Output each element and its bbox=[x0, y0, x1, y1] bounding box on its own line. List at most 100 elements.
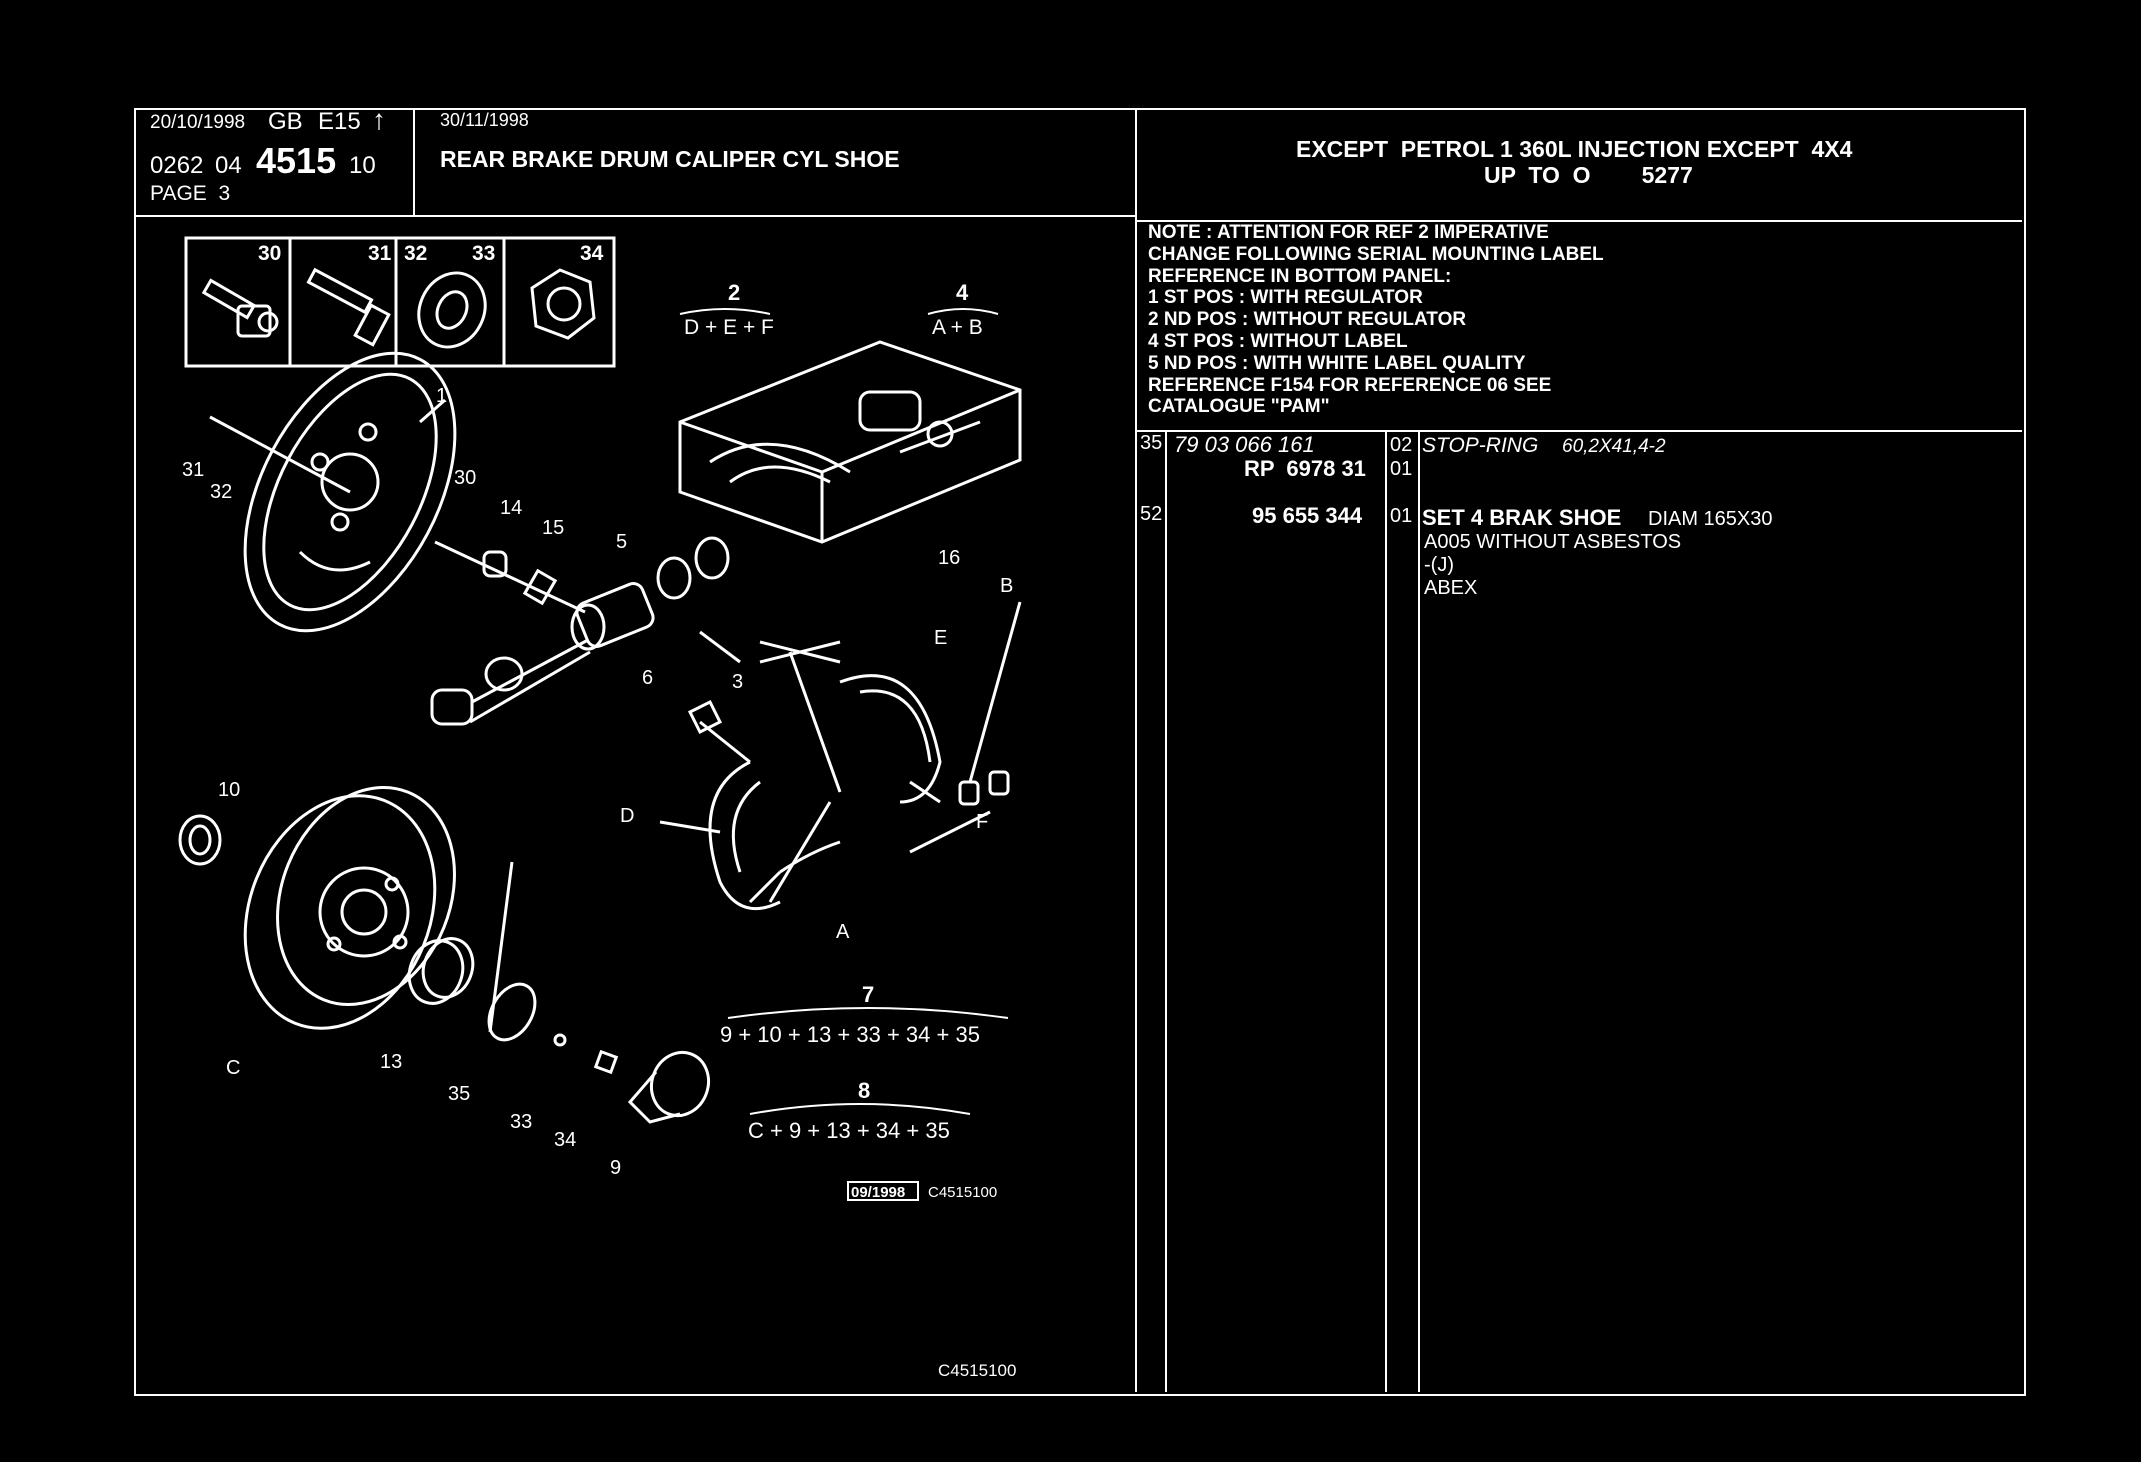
part-qty: 01 bbox=[1390, 458, 1413, 480]
part-desc-detail: DIAM 165X30 bbox=[1648, 508, 1773, 530]
part-desc: STOP-RING bbox=[1422, 434, 1539, 457]
bleed-cap bbox=[482, 550, 508, 578]
part-extra: ABEX bbox=[1424, 577, 1478, 599]
formula-4-parts: A + B bbox=[932, 316, 983, 339]
thumb-label: 34 bbox=[580, 242, 604, 265]
header-date2: 30/11/1998 bbox=[440, 110, 529, 130]
callout-33: 33 bbox=[510, 1111, 532, 1133]
callout-A: A bbox=[836, 921, 850, 943]
header-ref-sub: 04 bbox=[215, 152, 242, 179]
part-ref: 35 bbox=[1140, 432, 1163, 454]
brake-shoe bbox=[839, 674, 942, 804]
part-extra: A005 WITHOUT ASBESTOS bbox=[1424, 531, 1682, 553]
callout-1: 1 bbox=[436, 385, 447, 407]
stamp-date: 09/1998 bbox=[851, 1184, 905, 1201]
note-bottom bbox=[1137, 430, 2022, 432]
part-qty: 02 bbox=[1390, 434, 1413, 456]
header-ref-main: 4515 bbox=[256, 140, 337, 181]
header-code: E15 bbox=[318, 108, 361, 135]
callout-D: D bbox=[620, 805, 634, 827]
note-line: 4 ST POS : WITHOUT LABEL bbox=[1148, 330, 1408, 352]
part-number: 95 655 344 bbox=[1252, 503, 1363, 528]
header-ref-suffix: 10 bbox=[349, 152, 376, 179]
part-extra: -(J) bbox=[1424, 554, 1454, 576]
callout-B: B bbox=[1000, 575, 1013, 597]
formula-7-parts: 9 + 10 + 13 + 33 + 34 + 35 bbox=[720, 1022, 980, 1047]
note-line: CHANGE FOLLOWING SERIAL MOUNTING LABEL bbox=[1148, 243, 1604, 265]
thumb-label: 33 bbox=[472, 242, 495, 265]
screw-icon bbox=[306, 267, 391, 347]
center-divider bbox=[1135, 110, 1137, 1392]
formula-4-number: 4 bbox=[956, 280, 969, 305]
wheel-bearing bbox=[407, 939, 465, 1005]
callout-30: 30 bbox=[454, 467, 476, 489]
catalog-frame bbox=[134, 108, 2026, 1396]
brake-drum bbox=[243, 794, 437, 1030]
bolt-icon bbox=[201, 278, 279, 338]
hub-cap bbox=[650, 1050, 710, 1118]
stamp-code: C4515100 bbox=[928, 1184, 997, 1201]
shoe-kit-box bbox=[678, 340, 1022, 544]
part-qty: 01 bbox=[1390, 505, 1413, 527]
callout-35: 35 bbox=[448, 1083, 470, 1105]
thumb-label: 31 bbox=[368, 242, 392, 265]
note-line: REFERENCE F154 FOR REFERENCE 06 SEE bbox=[1148, 374, 1552, 396]
col-qty-divider-right bbox=[1418, 432, 1420, 1392]
callout-6: 6 bbox=[642, 667, 653, 689]
brake-shoe bbox=[708, 760, 781, 911]
note-line: CATALOGUE "PAM" bbox=[1148, 396, 1330, 418]
callout-10: 10 bbox=[218, 779, 240, 801]
note-line: 5 ND POS : WITH WHITE LABEL QUALITY bbox=[1148, 352, 1526, 374]
part-desc-detail: 60,2X41,4-2 bbox=[1562, 436, 1666, 457]
condition-line-2: UP TO O 5277 bbox=[1484, 162, 1693, 188]
condition-line-1: EXCEPT PETROL 1 360L INJECTION EXCEPT 4X… bbox=[1296, 136, 1853, 162]
header-divider-1 bbox=[413, 110, 415, 215]
formula-2-number: 2 bbox=[728, 280, 740, 305]
washer-icon bbox=[417, 271, 487, 349]
thumb-label: 30 bbox=[258, 242, 281, 265]
header-bottom-left bbox=[136, 215, 1135, 217]
part-ref: 52 bbox=[1140, 503, 1163, 525]
callout-C: C bbox=[226, 1057, 240, 1079]
thumb-label: 32 bbox=[404, 242, 427, 265]
callout-13: 13 bbox=[380, 1051, 402, 1073]
callout-E: E bbox=[934, 627, 947, 649]
part-desc: SET 4 BRAK SHOE bbox=[1422, 505, 1622, 530]
exploded-diagram: 30 31 32 33 34 2 D + E + F 4 A + B 7 9 +… bbox=[178, 236, 1022, 1380]
callout-F: F bbox=[976, 811, 988, 833]
callout-32: 32 bbox=[210, 481, 232, 503]
callout-34: 34 bbox=[554, 1129, 576, 1151]
callout-14: 14 bbox=[500, 497, 522, 519]
header-bottom-right bbox=[1137, 220, 2022, 222]
callout-31: 31 bbox=[182, 459, 204, 481]
callout-3: 3 bbox=[732, 671, 743, 693]
part-number: RP 6978 31 bbox=[1244, 456, 1366, 481]
fastener-thumbnail-box bbox=[184, 236, 616, 368]
circlip bbox=[487, 982, 537, 1042]
header-arrow: ↑ bbox=[372, 104, 386, 135]
callout-15: 15 bbox=[542, 517, 564, 539]
wheel-cylinder bbox=[575, 582, 655, 648]
header-date: 20/10/1998 bbox=[150, 112, 246, 133]
bleed-screw bbox=[522, 568, 558, 606]
formula-8-parts: C + 9 + 13 + 34 + 35 bbox=[748, 1118, 950, 1143]
nut-icon bbox=[530, 268, 596, 340]
formula-7-number: 7 bbox=[862, 982, 874, 1007]
note-line: 2 ND POS : WITHOUT REGULATOR bbox=[1148, 309, 1467, 331]
page-title: REAR BRAKE DRUM CALIPER CYL SHOE bbox=[440, 146, 900, 172]
header-page: PAGE 3 bbox=[150, 182, 231, 205]
callout-5: 5 bbox=[616, 531, 627, 553]
col-ref-divider bbox=[1165, 432, 1167, 1392]
note-line: REFERENCE IN BOTTOM PANEL: bbox=[1148, 265, 1452, 287]
callout-16: 16 bbox=[938, 547, 960, 569]
note-line: NOTE : ATTENTION FOR REF 2 IMPERATIVE bbox=[1148, 222, 1549, 243]
col-qty-divider-left bbox=[1385, 432, 1387, 1392]
note-line: 1 ST POS : WITH REGULATOR bbox=[1148, 287, 1423, 309]
callout-9: 9 bbox=[610, 1157, 621, 1179]
header-ref-prefix: 0262 bbox=[150, 152, 204, 179]
formula-2-parts: D + E + F bbox=[684, 316, 774, 339]
figure-code: C4515100 bbox=[938, 1361, 1016, 1380]
part-number: 79 03 066 161 bbox=[1174, 432, 1315, 457]
header-market: GB bbox=[268, 108, 303, 135]
